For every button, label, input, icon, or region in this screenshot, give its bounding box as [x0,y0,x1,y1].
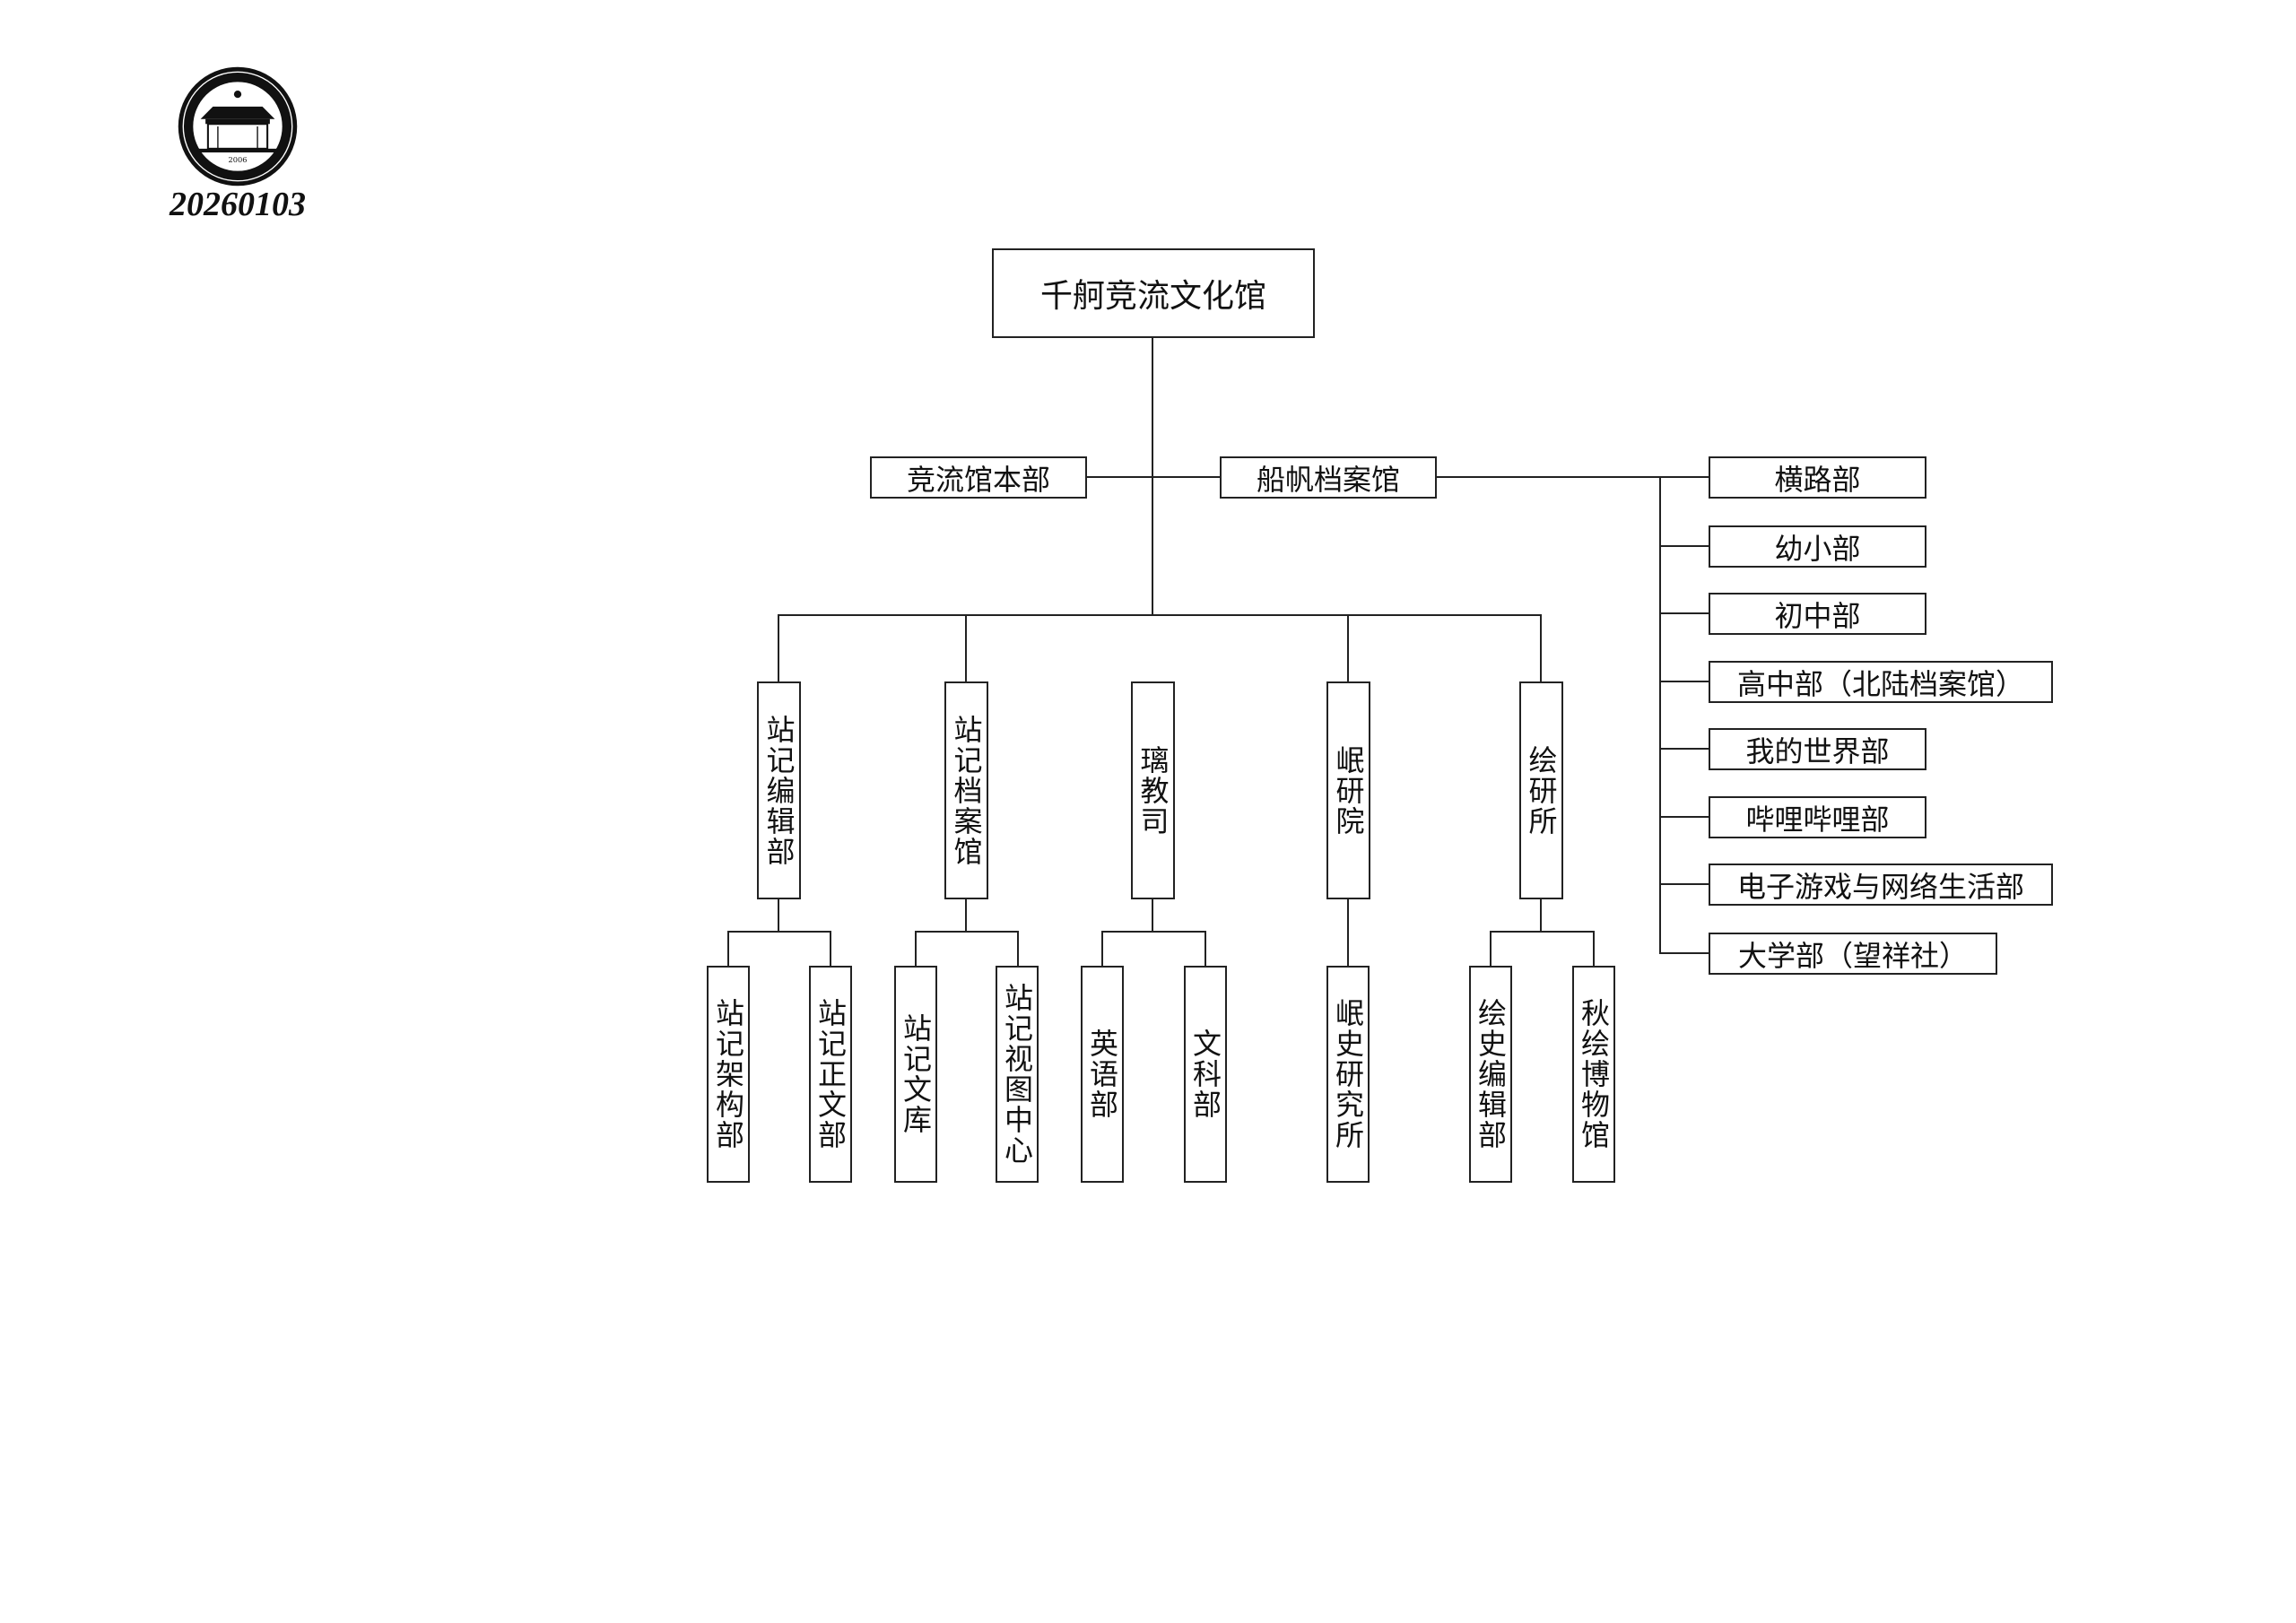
culture-center-logo: 2006 [178,66,298,187]
connector-line [1659,545,1709,547]
connector-line [915,931,917,967]
connector-line [915,931,1019,933]
org-node-department: 站记档案馆 [944,681,988,899]
connector-line [1086,476,1221,478]
document-date: 20260103 [170,186,306,223]
connector-line [1101,931,1205,933]
org-node-department: 岷研院 [1326,681,1370,899]
connector-line [1437,476,1709,478]
connector-line [1540,614,1542,682]
org-node-archive-child: 电子游戏与网络生活部 [1709,864,2053,906]
org-node-subdepartment: 站记正文部 [809,966,852,1183]
org-node-subdepartment: 文科部 [1184,966,1227,1183]
connector-line [1659,816,1709,818]
org-node-archive-child: 横路部 [1709,456,1926,499]
connector-line [1017,931,1019,967]
org-node-department: 站记编辑部 [757,681,801,899]
org-node-subdepartment: 秋绘博物馆 [1572,966,1615,1183]
connector-line [778,614,1542,616]
connector-line [1490,931,1594,933]
org-node-subdepartment: 站记架构部 [707,966,750,1183]
connector-line [1540,899,1542,932]
org-node-archive-child: 初中部 [1709,593,1926,635]
connector-line [727,931,831,933]
org-node-archive-child: 哔哩哔哩部 [1709,796,1926,838]
connector-line [965,614,967,682]
org-node-headquarters: 竞流馆本部 [870,456,1087,499]
connector-line [1659,952,1709,954]
org-node-archive-child: 我的世界部 [1709,728,1926,770]
connector-line [965,899,967,932]
org-node-archive-child: 幼小部 [1709,525,1926,568]
connector-line [727,931,729,967]
connector-line [1152,899,1153,932]
org-node-archive-child: 高中部（北陆档案馆） [1709,661,2053,703]
connector-line [1659,612,1709,614]
org-node-department: 绘研所 [1519,681,1563,899]
org-node-subdepartment: 岷史研究所 [1326,966,1370,1183]
org-node-archive-child: 大学部（望祥社） [1709,933,1997,975]
svg-text:2006: 2006 [228,155,247,164]
connector-line [1659,476,1661,954]
org-node-subdepartment: 站记文库 [894,966,937,1183]
org-node-subdepartment: 绘史编辑部 [1469,966,1512,1183]
connector-line [778,899,779,932]
connector-line [1593,931,1595,967]
connector-line [778,614,779,682]
connector-line [1659,883,1709,885]
connector-line [1347,899,1349,968]
connector-line [830,931,831,967]
connector-line [1490,931,1492,967]
connector-line [1659,681,1709,682]
org-node-subdepartment: 英语部 [1081,966,1124,1183]
org-node-department: 璃教司 [1131,681,1175,899]
org-node-root: 千舸竞流文化馆 [992,248,1315,338]
connector-line [1659,748,1709,750]
connector-line [1205,931,1206,967]
org-node-archive: 船帆档案馆 [1220,456,1437,499]
org-node-subdepartment: 站记视图中心 [996,966,1039,1183]
connector-line [1347,614,1349,682]
connector-line [1101,931,1103,967]
